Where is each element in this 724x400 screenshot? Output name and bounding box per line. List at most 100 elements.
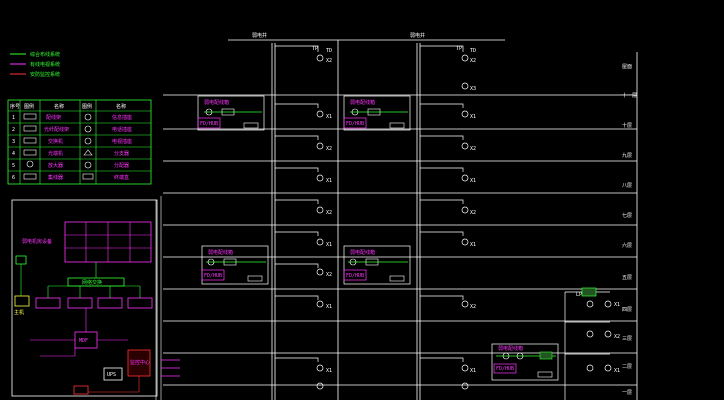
- floor-label: 屋面: [622, 64, 632, 70]
- left-shaft-title: 弱电井: [252, 32, 267, 39]
- outlet-label: X2: [326, 272, 332, 278]
- left-shaft-branches: [275, 45, 319, 362]
- floor-slabs: [163, 94, 637, 386]
- cabinet-fd: FD/HUB: [346, 121, 364, 127]
- table-header: 图例: [24, 103, 34, 110]
- table-row-name: 光端机: [48, 150, 63, 157]
- table-row-name: 信息插座: [112, 114, 132, 121]
- cabinet-title: 弱电配线箱: [498, 345, 523, 352]
- legend-label: 综合布线系统: [30, 51, 60, 58]
- host-label: 主机: [14, 309, 24, 316]
- cabinet-right-upper: 弱电配线箱 FD/HUB: [343, 95, 411, 131]
- outlet-label: X2: [470, 210, 476, 216]
- table-row-name: 分配器: [114, 162, 129, 169]
- outlet-label: TP: [456, 46, 462, 52]
- table-row-name: 配线架: [46, 114, 61, 121]
- outlet-label: X1: [470, 242, 476, 248]
- outlet-label: X1: [470, 178, 476, 184]
- symbol-table: 序号 图例 名称 图例 名称 1 2 3 4 5 6 配线架 光纤配线架 交换机…: [7, 99, 152, 185]
- table-header: 名称: [54, 103, 64, 110]
- cabinet-left-upper: 弱电配线箱 FD/HUB: [197, 95, 265, 131]
- outlet-label: LP: [576, 292, 582, 298]
- ups-label: UPS: [107, 372, 116, 378]
- legend-line-1: 综合布线系统: [10, 51, 60, 58]
- table-row-name: 电话插座: [112, 126, 132, 133]
- outlet-label: X2: [326, 146, 332, 152]
- outlet-label: X1: [470, 368, 476, 374]
- outlet-label: TD: [326, 48, 332, 54]
- outlet-label: TP: [312, 46, 318, 52]
- outlet-label: X1: [470, 114, 476, 120]
- outlet-label: X2: [326, 210, 332, 216]
- line-legend: 综合布线系统 有线电视系统 安防监控系统: [10, 51, 60, 78]
- table-row-name: 光纤配线架: [44, 126, 69, 133]
- cabinet-fd: FD/HUB: [496, 366, 514, 372]
- table-row-name: 终端盒: [114, 174, 129, 181]
- outlet-label: X3: [470, 86, 476, 92]
- table-row-name: 分支器: [114, 150, 129, 157]
- outlet-label: X2: [614, 334, 620, 340]
- legend-label: 安防监控系统: [30, 71, 60, 78]
- cabinet-left-mid: 弱电配线箱 FD/HUB: [201, 245, 269, 285]
- shaft-verticals: [271, 40, 421, 400]
- feeder-lines: [161, 359, 180, 377]
- outlet-label: X2: [470, 58, 476, 64]
- floor-label: 七层: [622, 212, 632, 219]
- outlet-label: X1: [326, 242, 332, 248]
- table-row-name: 电视插座: [112, 138, 132, 145]
- outlet-label: TD: [470, 48, 476, 54]
- floor-label: 四层: [622, 307, 632, 313]
- table-header: 图例: [82, 103, 92, 110]
- floor-label: 一层: [622, 390, 632, 396]
- header: 弱电井 弱电井: [228, 32, 505, 41]
- legend-label: 有线电视系统: [30, 61, 60, 68]
- outlet-label: X2: [470, 146, 476, 152]
- outlet-label: X1: [326, 114, 332, 120]
- legend-line-2: 有线电视系统: [10, 61, 60, 68]
- outlet-column-left: TP TD X2 X1 X2 X1 X2 X1 X2 X1 X1: [312, 46, 332, 390]
- cabinet-right-mid: 弱电配线箱 FD/HUB: [343, 245, 411, 285]
- cabinet-right-lower: 弱电配线箱 FD/HUB: [491, 343, 559, 381]
- floor-label: 六层: [622, 242, 632, 249]
- table-row-name: 交换机: [48, 138, 63, 145]
- table-row-index: 3: [12, 139, 15, 145]
- outlet-label: X1: [326, 304, 332, 310]
- outlet-label: X2: [326, 58, 332, 64]
- outlet-label: X1: [326, 178, 332, 184]
- outlet-cluster-lower-right: [564, 287, 612, 400]
- floor-label: 八层: [622, 183, 632, 189]
- table-header: 序号: [10, 103, 20, 110]
- table-row-name: 放大器: [48, 162, 63, 169]
- legend-line-3: 安防监控系统: [10, 71, 60, 78]
- cabinet-title: 弱电配线箱: [204, 99, 229, 106]
- table-row-index: 6: [12, 175, 15, 181]
- outlet-column-right: TP TD X2 X3 X1 X2 X1 X2 X1 X2 X1: [456, 46, 476, 390]
- table-row-name: 集线器: [48, 174, 63, 181]
- floor-axis: 屋面 十一层 十层 九层 八层 七层 六层 五层 四层 三层 二层 一层: [622, 52, 638, 400]
- table-row-index: 4: [12, 151, 15, 157]
- outlet-label: X2: [470, 304, 476, 310]
- outlet-label: X1: [614, 368, 620, 374]
- floor-label: 二层: [622, 364, 632, 370]
- cabinet-fd: FD/HUB: [200, 121, 218, 127]
- right-shaft-branches: [420, 45, 464, 362]
- cabinet-fd: FD/HUB: [204, 273, 222, 279]
- right-shaft-title: 弱电井: [410, 32, 425, 39]
- table-header: 名称: [116, 103, 126, 110]
- table-row-index: 2: [12, 127, 15, 133]
- cabinet-fd: FD/HUB: [346, 273, 364, 279]
- main-room-block: 弱电机房设备 主机 网络交换 MDF UPS 监控中心: [11, 199, 158, 397]
- network-label: 网络交换: [82, 279, 102, 286]
- center-label: 监控中心: [130, 359, 150, 366]
- mdf-label: MDF: [79, 338, 88, 344]
- cabinet-title: 弱电配线箱: [350, 99, 375, 106]
- cabinet-title: 弱电配线箱: [350, 249, 375, 256]
- cabinet-title: 弱电配线箱: [208, 249, 233, 256]
- floor-label: 十层: [622, 122, 632, 129]
- floor-label: 九层: [622, 152, 632, 159]
- floor-label: 十一层: [622, 92, 637, 99]
- floor-label: 五层: [622, 275, 632, 281]
- floor-label: 三层: [622, 336, 632, 342]
- table-row-index: 5: [12, 163, 15, 169]
